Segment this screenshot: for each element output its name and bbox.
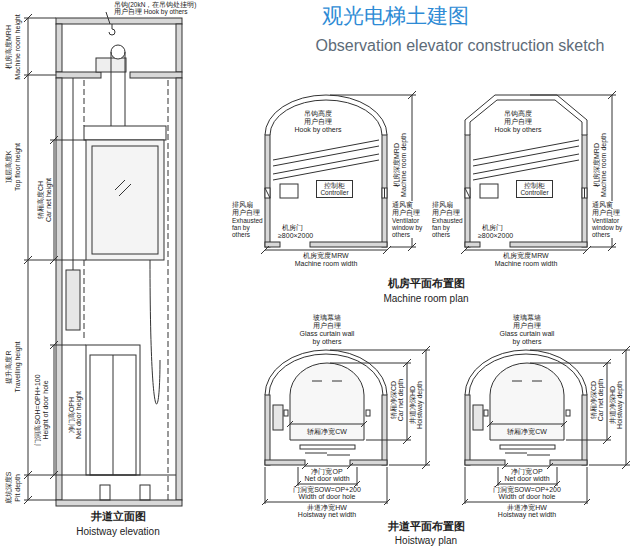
dimension-label: Car net depth	[397, 379, 405, 421]
dimension-label: 门洞高SOH=OPH+100	[34, 374, 42, 445]
annotation-label: 玻璃幕墙	[313, 314, 341, 322]
annotation-label: 排风扇	[232, 201, 253, 208]
dimension-label: 门洞宽SOW=OP+200	[293, 486, 361, 494]
dimension-label: 井道净宽HW	[307, 504, 347, 512]
annotation-label: Hook by others	[294, 126, 341, 134]
dimension-label: 轿厢净宽CW	[507, 428, 547, 436]
annotation-label: 吊钩高度	[304, 110, 332, 118]
annotation-label: by others	[513, 338, 542, 346]
dimension-label: 井道净深HD	[409, 386, 417, 424]
dimension-label: 机房宽度MRW	[503, 252, 548, 260]
dimension-label: Travelling height	[14, 341, 22, 392]
caption-label: Hoistway plan	[395, 535, 457, 546]
annotation-label: 用户自理	[313, 322, 341, 330]
caption-label: Hoistway elevation	[76, 526, 159, 537]
title: 观光电梯土建图	[322, 4, 469, 27]
dimension-label: 净门宽OP	[511, 468, 542, 476]
dimension-label: 井道净宽HW	[507, 504, 547, 512]
annotation-label: 用户自理	[391, 209, 421, 216]
dimension-label: Machine room height	[14, 14, 22, 79]
annotation-label: 吊钩(20kN，在吊钩处挂明)	[114, 1, 197, 8]
annotation-label: 通风窗	[591, 201, 614, 208]
annotation-label: 通风窗	[391, 201, 414, 208]
dimension-label: Width of door hole	[299, 493, 356, 501]
annotation-label: 吊钩高度	[504, 110, 532, 118]
dimension-label: 轿厢高度CH	[37, 181, 45, 219]
dimension-label: Machine room depth	[600, 133, 608, 197]
dimension-label: 机房宽度MRW	[303, 252, 348, 260]
controller-label: 控制柜	[320, 182, 349, 189]
dimension-label: 净门高OPH	[68, 397, 76, 433]
dimension-label: 门洞宽SOW=OP+200	[493, 486, 561, 494]
dimension-label: Machine room depth	[400, 133, 408, 197]
annotation-label: Exhausted fan by others	[432, 217, 465, 238]
dimension-label: Car net depth	[597, 379, 605, 421]
annotation-label: Ventilator window by others	[391, 217, 425, 238]
hoistway-plan	[262, 346, 630, 505]
annotation-label: 机房门	[482, 224, 503, 232]
dimension-label: Height of door hole	[42, 380, 50, 439]
annotation-label: 用户自理	[232, 209, 260, 216]
dimension-label: Top floor height	[14, 143, 22, 191]
dimension-label: Hoistway net width	[298, 511, 356, 519]
dimension-label: Pit depth	[14, 474, 22, 502]
dimension-label: 机房高度MRH	[5, 25, 13, 69]
dimension-label: Width of door hole	[499, 493, 556, 501]
dimension-label: 井道净深HD	[609, 386, 617, 424]
dimension-label: Net door height	[75, 391, 83, 439]
dimension-label: Machine room width	[495, 260, 558, 268]
annotation-label: 用户自理	[304, 118, 332, 126]
dimension-label: Machine room width	[295, 260, 358, 268]
hoistway-elevation	[24, 12, 182, 506]
annotation-label: 排风扇	[432, 201, 453, 208]
controller-box: 控制柜Controller	[516, 180, 553, 198]
annotation-label: Exhausted fan by others	[232, 217, 265, 238]
dimension-label: Car net height	[45, 178, 53, 222]
controller-label: Controller	[320, 189, 349, 196]
dimension-label: 机房深度MRD	[393, 143, 401, 187]
dimension-label: Net door width	[504, 475, 549, 483]
dimension-label: 顶层高度K	[5, 151, 13, 184]
caption-label: Machine room plan	[383, 293, 468, 304]
annotation-label: Hook by others	[494, 126, 541, 134]
dimension-label: 机房深度MRD	[593, 143, 601, 187]
caption-label: 机房平面布置图	[388, 277, 465, 289]
annotation-label: Ventilator window by others	[591, 217, 625, 238]
dimension-label: Hoistway depth	[416, 381, 424, 429]
dimension-label: Hoistway net width	[498, 511, 556, 519]
annotation-label: Glass curtain wall	[300, 330, 355, 338]
annotation-label: by others	[313, 338, 342, 346]
dimension-label: 净门宽OP	[311, 468, 342, 476]
annotation-label: Glass curtain wall	[500, 330, 555, 338]
caption-label: 井道立面图	[91, 510, 146, 522]
dimension-label: 底坑深度S	[5, 472, 13, 505]
annotation-label: 用户自理	[591, 209, 621, 216]
dimension-label: 轿厢净深CD	[390, 381, 398, 419]
annotation-label: 机房门	[282, 224, 303, 232]
annotation-label: 用户自理	[513, 322, 541, 330]
annotation-label: 用户自理 Hook by others	[114, 8, 188, 15]
dimension-label: Net door width	[304, 475, 349, 483]
dimension-label: 轿厢净宽CW	[307, 428, 347, 436]
annotation-label: 用户自理	[432, 209, 460, 216]
annotation-label: ≥800×2000	[478, 232, 513, 240]
controller-label: 控制柜	[520, 182, 549, 189]
dimension-label: 提升高度R	[5, 350, 13, 383]
controller-label: Controller	[520, 189, 549, 196]
annotation-label: 用户自理	[504, 118, 532, 126]
subtitle: Observation elevator construction sketch	[315, 37, 604, 55]
caption-label: 井道平面布置图	[388, 520, 465, 532]
machine-room-plan	[261, 91, 616, 254]
dimension-label: 轿厢净深CD	[590, 381, 598, 419]
controller-box: 控制柜Controller	[316, 180, 353, 198]
annotation-label: ≥800×2000	[278, 232, 313, 240]
dimension-label: Hoistway depth	[616, 381, 624, 429]
annotation-label: 玻璃幕墙	[513, 314, 541, 322]
